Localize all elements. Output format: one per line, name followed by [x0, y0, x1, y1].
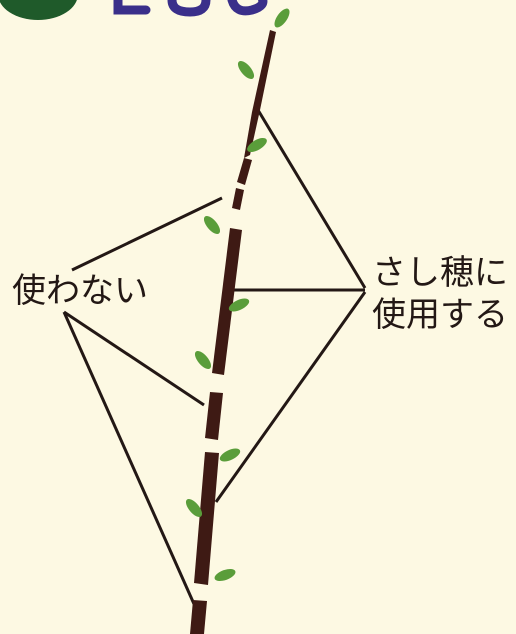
stem	[190, 30, 276, 634]
label-unused: 使わない	[12, 271, 148, 311]
stem-tip-segment	[244, 30, 276, 158]
stem-segment-5	[194, 452, 219, 585]
used-line-top	[256, 109, 367, 289]
unused-line-middle	[63, 310, 205, 407]
title-glyph-2-icon	[167, 0, 211, 17]
stem-segment-2	[232, 188, 244, 210]
label-used-for-cuttings: さし穂に 使用する	[372, 252, 508, 336]
leaves	[185, 8, 290, 582]
leaf-icon	[219, 448, 241, 462]
title-mark-icon	[0, 0, 268, 20]
unused-line-bottom	[62, 311, 196, 605]
leaf-icon	[185, 498, 203, 518]
unused-line-top	[71, 196, 223, 272]
leaf-icon	[214, 568, 236, 582]
stem-segment-3	[212, 228, 242, 375]
leaf-icon	[237, 60, 255, 80]
stem-segment-4	[205, 392, 223, 440]
leaf-icon	[247, 138, 267, 152]
label-used-line-1: さし穂に	[372, 253, 508, 293]
label-used-line-2: 使用する	[372, 295, 508, 335]
used-line-bottom	[214, 291, 367, 503]
leaf-icon	[228, 298, 250, 312]
used-pointer-lines	[214, 109, 367, 503]
stem-base-segment	[190, 600, 207, 634]
leaf-icon	[194, 350, 212, 370]
title-circle-icon	[0, 0, 77, 20]
leaf-icon	[203, 215, 221, 235]
stem-segment-1	[237, 158, 252, 185]
title-glyph-1-icon	[113, 0, 151, 15]
title-glyph-3-icon	[227, 0, 268, 16]
leaf-icon	[274, 8, 290, 28]
unused-pointer-lines	[62, 196, 223, 605]
